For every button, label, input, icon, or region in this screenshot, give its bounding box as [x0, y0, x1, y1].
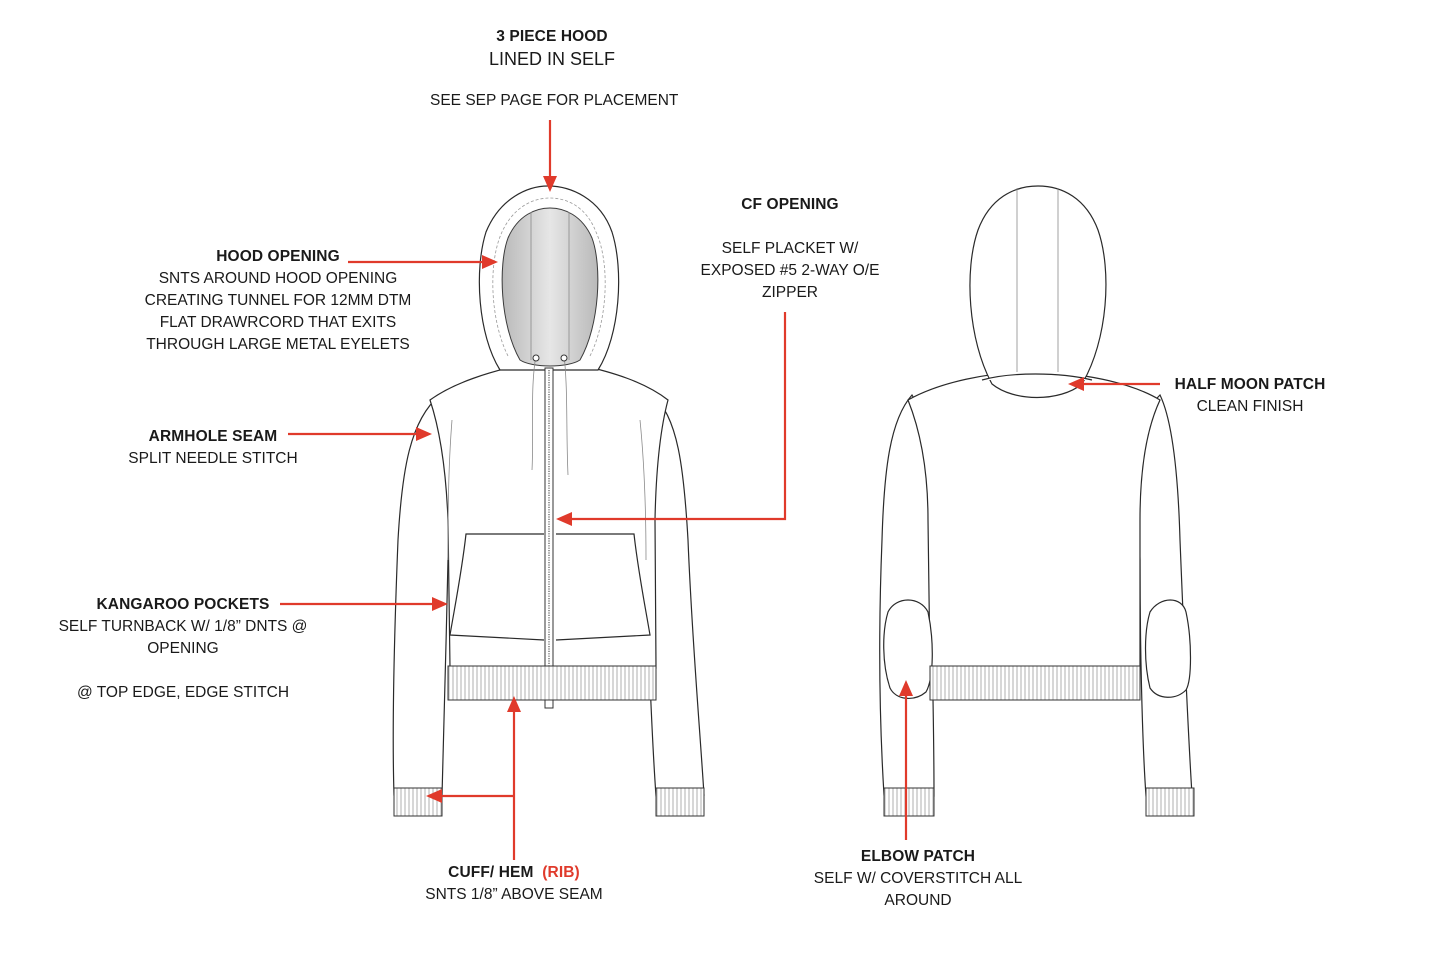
- back-hem-rib: [929, 665, 1141, 701]
- back-hood: [969, 185, 1107, 398]
- arrow-cf-opening: [570, 312, 787, 521]
- kangaroo-pocket-left: [449, 533, 545, 641]
- back-left-cuff: [883, 787, 935, 817]
- cuff-hem-line-1: SNTS 1/8” ABOVE SEAM: [425, 886, 603, 903]
- eyelet-right: [560, 354, 568, 362]
- back-hoodie-sketch: [879, 185, 1195, 817]
- callout-kangaroo-pockets: KANGAROO POCKETS SELF TURNBACK W/ 1/8” D…: [48, 594, 318, 704]
- cf-opening-line-2: EXPOSED #5 2-WAY O/E: [700, 262, 880, 279]
- callout-armhole-seam: ARMHOLE SEAM SPLIT NEEDLE STITCH: [110, 426, 316, 470]
- arrow-pocket-head: [432, 597, 448, 611]
- back-right-cuff: [1145, 787, 1195, 817]
- elbow-patch-right: [1144, 599, 1192, 698]
- hood-opening-line-3: FLAT DRAWRCORD THAT EXITS: [159, 314, 397, 331]
- kangaroo-pocket-right: [555, 533, 651, 641]
- callout-cf-opening: CF OPENING SELF PLACKET W/ EXPOSED #5 2-…: [680, 194, 900, 304]
- cuff-hem-rib-label: (RIB): [542, 864, 580, 881]
- armhole-seam-title: ARMHOLE SEAM: [148, 428, 278, 445]
- hood-note: SEE SEP PAGE FOR PLACEMENT: [430, 92, 679, 109]
- drawcord-left: [531, 354, 537, 471]
- front-hem-rib: [447, 665, 657, 701]
- front-right-cuff: [655, 787, 705, 817]
- callout-elbow-patch: ELBOW PATCH SELF W/ COVERSTITCH ALL AROU…: [800, 846, 1036, 912]
- cuff-hem-title: CUFF/ HEM: [448, 864, 534, 881]
- cuff-hem-title-row: CUFF/ HEM (RIB): [402, 862, 626, 884]
- hood-opening-title: HOOD OPENING: [216, 248, 340, 265]
- armhole-seam-line-1: SPLIT NEEDLE STITCH: [128, 450, 298, 467]
- callout-hood: 3 PIECE HOOD LINED IN SELF SEE SEP PAGE …: [430, 26, 679, 112]
- cf-opening-spacer: [680, 216, 900, 238]
- eyelet-left: [532, 354, 540, 362]
- arrow-cf-opening-head: [556, 512, 572, 526]
- arrow-hem-head: [507, 696, 521, 712]
- arrow-hood-opening-head: [482, 255, 498, 269]
- elbow-patch-left: [883, 599, 933, 699]
- kangaroo-pockets-spacer: [48, 660, 318, 682]
- hood-opening-line-4: THROUGH LARGE METAL EYELETS: [146, 336, 410, 353]
- callout-hood-opening: HOOD OPENING SNTS AROUND HOOD OPENING CR…: [130, 246, 426, 356]
- callout-cuff-hem: CUFF/ HEM (RIB) SNTS 1/8” ABOVE SEAM: [402, 862, 626, 906]
- kangaroo-pockets-note: @ TOP EDGE, EDGE STITCH: [76, 684, 290, 701]
- cf-opening-line-1: SELF PLACKET W/: [721, 240, 859, 257]
- kangaroo-pockets-line-2: OPENING: [147, 640, 219, 657]
- elbow-patch-line-1: SELF W/ COVERSTITCH ALL: [813, 870, 1023, 887]
- hood-subtitle: LINED IN SELF: [488, 49, 616, 69]
- zipper-pull: [544, 699, 554, 709]
- hood-lining: [501, 207, 599, 367]
- callout-half-moon-patch: HALF MOON PATCH CLEAN FINISH: [1160, 374, 1340, 418]
- drawcord-right: [563, 354, 569, 476]
- arrow-half-moon-head: [1068, 377, 1084, 391]
- cf-opening-title: CF OPENING: [741, 196, 839, 213]
- arrow-armhole-head: [416, 427, 432, 441]
- kangaroo-pockets-line-1: SELF TURNBACK W/ 1/8” DNTS @: [58, 618, 308, 635]
- hood-opening-line-1: SNTS AROUND HOOD OPENING: [158, 270, 398, 287]
- arrow-cuff-head: [426, 789, 442, 803]
- hood-opening-stitch: [492, 197, 606, 357]
- kangaroo-pockets-title: KANGAROO POCKETS: [96, 596, 270, 613]
- front-left-sleeve: [392, 394, 453, 797]
- half-moon-patch-line-1: CLEAN FINISH: [1196, 398, 1304, 415]
- half-moon-patch-shape: [981, 373, 1093, 381]
- callout-arrows: [280, 120, 1160, 860]
- hood-spacer: [430, 70, 674, 90]
- half-moon-patch-title: HALF MOON PATCH: [1174, 376, 1326, 393]
- elbow-patch-title: ELBOW PATCH: [860, 848, 976, 865]
- armhole-seam-right: [639, 419, 647, 561]
- elbow-patch-line-2: AROUND: [884, 892, 952, 909]
- front-hoodie-sketch: [392, 185, 705, 817]
- back-body: [907, 371, 1161, 669]
- arrow-hood-head: [543, 176, 557, 192]
- arrow-elbow-head: [899, 680, 913, 696]
- hood-opening-line-2: CREATING TUNNEL FOR 12MM DTM: [144, 292, 412, 309]
- cf-opening-line-3: ZIPPER: [762, 284, 818, 301]
- armhole-seam-left: [447, 419, 453, 561]
- hood-title: 3 PIECE HOOD: [496, 28, 608, 45]
